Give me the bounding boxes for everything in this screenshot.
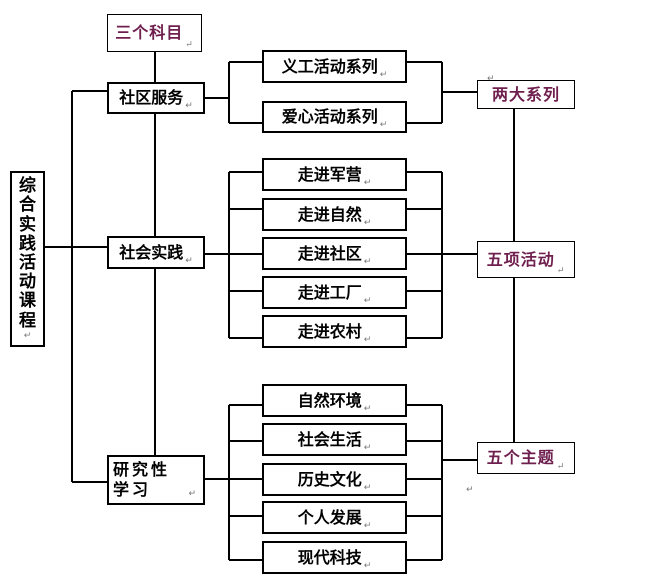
paragraph-mark-icon: ↵ xyxy=(185,40,194,51)
root-char: 实 xyxy=(19,214,36,235)
root-course-box: 综 合 实 践 活 动 课 程 ↵ xyxy=(10,171,45,347)
theme-item-label: 个人发展 xyxy=(297,507,362,527)
paragraph-mark-icon: ↵ xyxy=(487,74,495,84)
root-char: 践 xyxy=(19,233,36,254)
group-five-themes-box: 五个主题 ↵ xyxy=(477,442,575,474)
paragraph-mark-icon: ↵ xyxy=(185,101,193,112)
activity-item-box: 走进社区 ↵ xyxy=(262,237,407,270)
activity-item-label: 走进农村 xyxy=(297,321,362,341)
paragraph-mark-icon: ↵ xyxy=(363,218,372,229)
theme-item-label: 现代科技 xyxy=(297,547,362,567)
three-subjects-label: 三个科目 xyxy=(115,23,184,43)
paragraph-mark-icon: ↵ xyxy=(188,488,199,499)
group-label: 五个主题 xyxy=(486,448,555,468)
activity-item-label: 走进自然 xyxy=(297,204,362,224)
paragraph-mark-icon: ↵ xyxy=(363,443,372,454)
root-char: 综 xyxy=(19,176,36,197)
group-two-series-box: 两大系列 xyxy=(477,80,575,109)
activity-item-label: 走进军营 xyxy=(297,164,362,184)
root-char: 课 xyxy=(19,291,36,312)
root-char: 活 xyxy=(19,252,36,273)
theme-item-label: 自然环境 xyxy=(297,390,362,410)
root-char: 动 xyxy=(19,272,36,293)
paragraph-mark-icon: ↵ xyxy=(363,404,372,415)
activity-item-box: 走进工厂 ↵ xyxy=(262,276,407,309)
paragraph-mark-icon: ↵ xyxy=(23,330,32,341)
paragraph-mark-icon: ↵ xyxy=(185,256,193,267)
theme-item-label: 历史文化 xyxy=(297,469,362,489)
theme-item-box: 个人发展 ↵ xyxy=(262,501,407,534)
root-char: 程 xyxy=(19,310,36,331)
activity-item-box: 走进自然 ↵ xyxy=(262,198,407,231)
theme-item-label: 社会生活 xyxy=(297,429,362,449)
theme-item-box: 社会生活 ↵ xyxy=(262,423,407,456)
root-char: 合 xyxy=(19,195,36,216)
series-item-label: 义工活动系列 xyxy=(281,56,378,76)
group-label: 五项活动 xyxy=(486,249,555,269)
theme-item-box: 现代科技 ↵ xyxy=(262,541,407,574)
paragraph-mark-icon: ↵ xyxy=(363,178,372,189)
group-five-activities-box: 五项活动 ↵ xyxy=(477,241,575,278)
activity-item-label: 走进社区 xyxy=(297,243,362,263)
paragraph-mark-icon: ↵ xyxy=(363,561,372,572)
subject-label: 社会实践 xyxy=(119,242,184,262)
paragraph-mark-icon: ↵ xyxy=(363,257,372,268)
series-item-label: 爱心活动系列 xyxy=(281,107,378,127)
activity-item-box: 走进农村 ↵ xyxy=(262,315,407,348)
series-item-box: 爱心活动系列 ↵ xyxy=(262,101,407,133)
paragraph-mark-icon: ↵ xyxy=(363,335,372,346)
paragraph-mark-icon: ↵ xyxy=(379,70,388,81)
theme-item-box: 历史文化 ↵ xyxy=(262,463,407,496)
three-subjects-box: 三个科目 ↵ xyxy=(107,14,202,52)
subject-community-service: 社区服务 ↵ xyxy=(107,82,205,114)
series-item-box: 义工活动系列 ↵ xyxy=(262,50,407,83)
theme-item-box: 自然环境 ↵ xyxy=(262,384,407,417)
paragraph-mark-icon: ↵ xyxy=(363,483,372,494)
paragraph-mark-icon: ↵ xyxy=(556,266,566,277)
group-label: 两大系列 xyxy=(491,84,560,104)
paragraph-mark-icon: ↵ xyxy=(556,462,566,473)
activity-item-box: 走进军营 ↵ xyxy=(262,158,407,191)
subject-label: 研究性学习 xyxy=(113,460,171,499)
paragraph-mark-icon: ↵ xyxy=(379,120,388,131)
subject-label: 社区服务 xyxy=(119,88,184,108)
paragraph-mark-icon: ↵ xyxy=(363,521,372,532)
activity-item-label: 走进工厂 xyxy=(297,282,362,302)
subject-research-study: 研究性学习 ↵ xyxy=(107,455,205,505)
paragraph-mark-icon: ↵ xyxy=(466,485,474,495)
subject-social-practice: 社会实践 ↵ xyxy=(107,236,205,269)
paragraph-mark-icon: ↵ xyxy=(363,296,372,307)
